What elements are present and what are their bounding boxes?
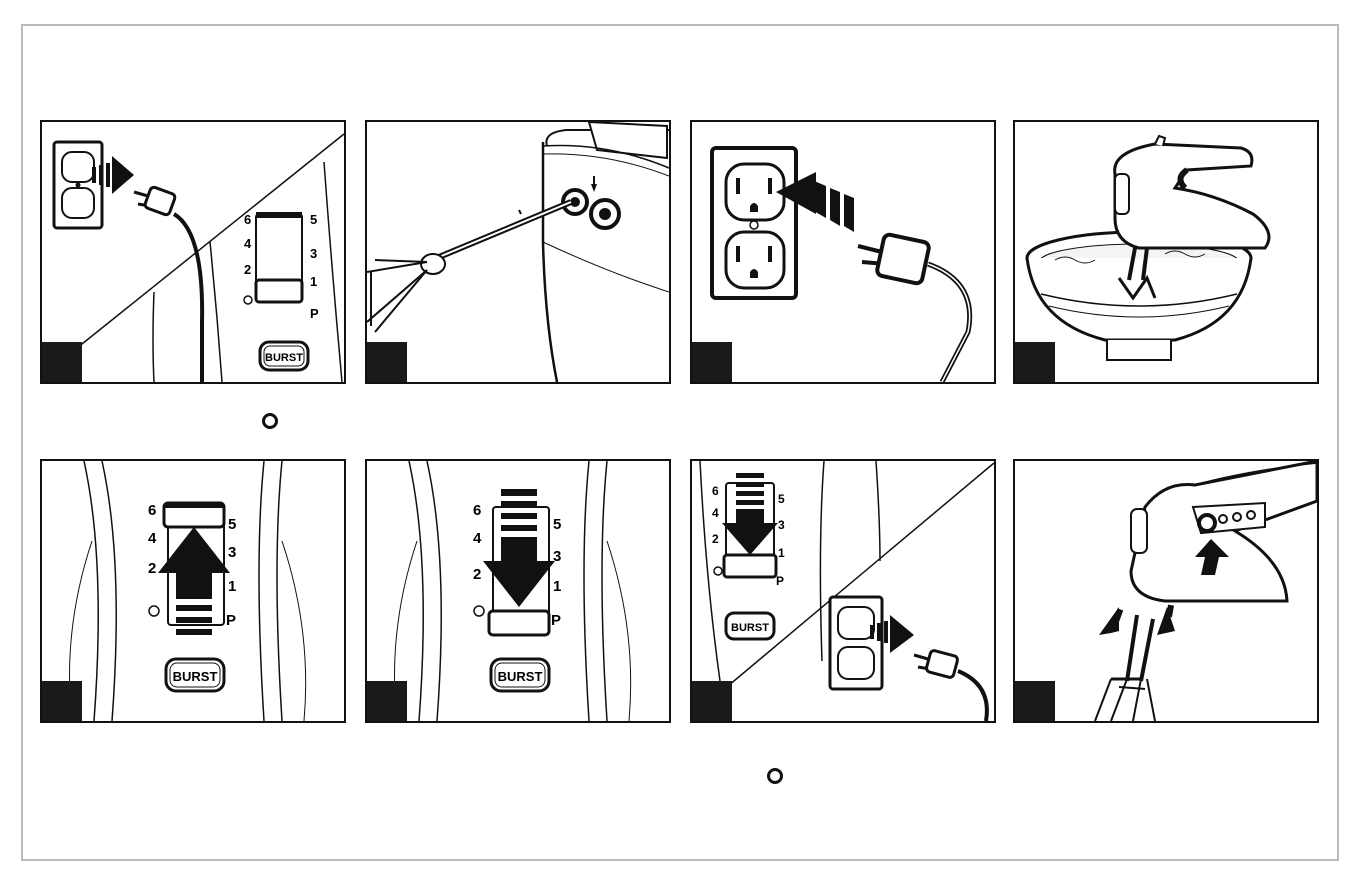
speed-label-4: 4 [244, 236, 252, 251]
step-number-box [692, 681, 732, 721]
speed-label-2: 2 [712, 532, 719, 546]
panel-plug-in [690, 120, 996, 384]
burst-label: BURST [498, 669, 543, 684]
speed-label-1: 1 [310, 274, 317, 289]
step-number-box [42, 681, 82, 721]
speed-label-6: 6 [244, 212, 251, 227]
eject-beaters-illustration [1015, 461, 1317, 721]
plug [134, 186, 202, 382]
speed-label-p: P [310, 306, 319, 321]
burst-label: BURST [731, 622, 769, 634]
speed-label-5: 5 [228, 516, 236, 533]
off-symbol-icon [767, 768, 783, 784]
off-indicator-icon [474, 606, 484, 616]
speed-up-illustration: 6 5 4 3 2 1 P BURST [42, 461, 344, 721]
burst-label: BURST [265, 352, 303, 364]
panel-off-unplug: 6 5 4 3 2 1 P BURST [690, 459, 996, 723]
step-number-box [42, 342, 82, 382]
panel-mix-bowl [1013, 120, 1319, 384]
step-number-box [1015, 342, 1055, 382]
speed-label-3: 3 [228, 544, 236, 561]
step-number-box [367, 342, 407, 382]
hand-mixer [1115, 144, 1269, 248]
step-number-box [1015, 681, 1055, 721]
speed-label-2: 2 [473, 566, 481, 583]
speed-label-6: 6 [712, 484, 719, 498]
speed-label-3: 3 [778, 518, 785, 532]
speed-label-2: 2 [148, 560, 156, 577]
speed-label-3: 3 [553, 548, 561, 565]
panel-insert-beater [365, 120, 671, 384]
speed-label-3: 3 [310, 246, 317, 261]
speed-label-p: P [551, 612, 561, 629]
off-indicator-icon [149, 606, 159, 616]
burst-label: BURST [173, 669, 218, 684]
speed-label-1: 1 [778, 546, 785, 560]
off-indicator-icon [714, 567, 722, 575]
speed-down-illustration: 6 5 4 3 2 1 P BURST [367, 461, 669, 721]
step-number-box [367, 681, 407, 721]
speed-label-4: 4 [148, 530, 157, 547]
unplug-illustration: 6 5 4 3 2 1 P BURST [42, 122, 344, 382]
insert-beater-illustration [367, 122, 669, 382]
off-indicator-icon [244, 296, 252, 304]
off-unplug-illustration: 6 5 4 3 2 1 P BURST [692, 461, 994, 721]
speed-label-5: 5 [778, 492, 785, 506]
speed-label-6: 6 [473, 502, 481, 519]
off-symbol-icon [262, 413, 278, 429]
panel-unplug: 6 5 4 3 2 1 P BURST [40, 120, 346, 384]
speed-label-4: 4 [712, 506, 719, 520]
speed-label-4: 4 [473, 530, 482, 547]
speed-label-1: 1 [553, 578, 561, 595]
speed-label-5: 5 [310, 212, 317, 227]
plug-in-illustration [692, 122, 994, 382]
speed-label-2: 2 [244, 262, 251, 277]
speed-label-1: 1 [228, 578, 236, 595]
speed-label-p: P [776, 574, 784, 588]
panel-eject-beaters [1013, 459, 1319, 723]
mix-bowl-illustration [1015, 122, 1317, 382]
speed-label-6: 6 [148, 502, 156, 519]
speed-label-5: 5 [553, 516, 561, 533]
panel-speed-down: 6 5 4 3 2 1 P BURST [365, 459, 671, 723]
panel-speed-up: 6 5 4 3 2 1 P BURST [40, 459, 346, 723]
step-number-box [692, 342, 732, 382]
speed-label-p: P [226, 612, 236, 629]
